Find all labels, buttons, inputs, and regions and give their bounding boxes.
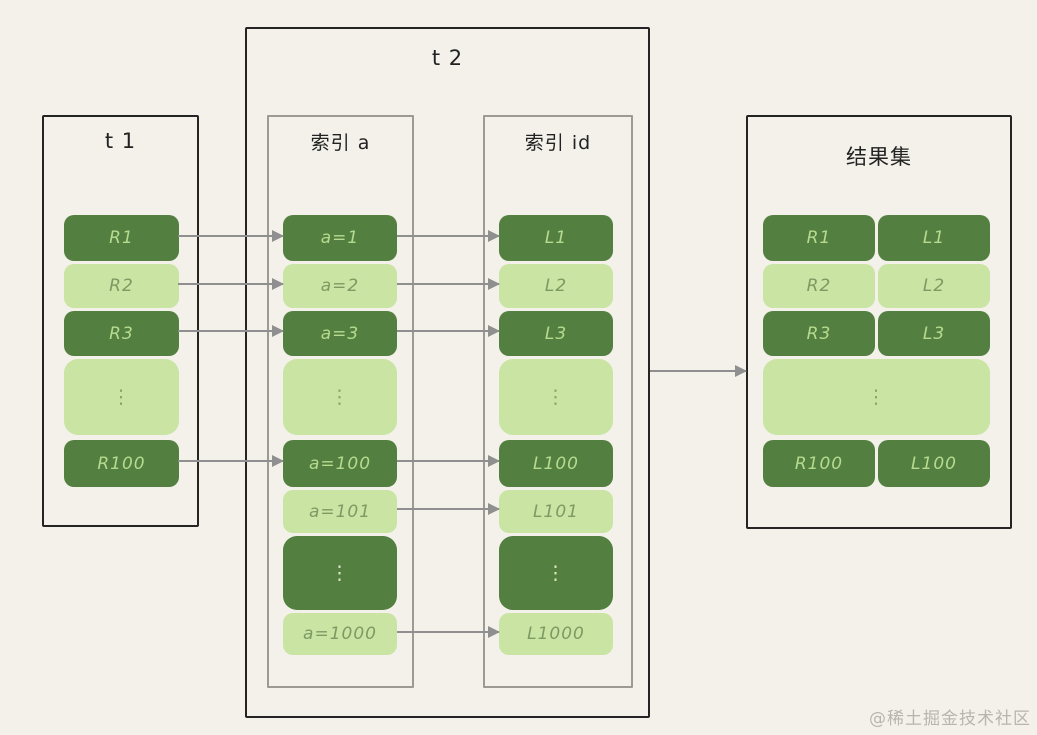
- index-a-row-1000: a=1000: [283, 613, 397, 655]
- arrow-a1-to-l1: [397, 230, 500, 242]
- index-id-row-2: L2: [499, 264, 613, 308]
- result-row-1-right: L1: [878, 215, 990, 261]
- index-id-row-ellipsis-2: ⋮: [499, 536, 613, 610]
- result-row-100-right: L100: [878, 440, 990, 487]
- index-a-row-2: a=2: [283, 264, 397, 308]
- t1-row-r3: R3: [64, 311, 179, 356]
- index-a-box: 索引 a a=1 a=2 a=3 ⋮ a=100 a=101 ⋮ a=1000: [267, 115, 414, 688]
- arrow-a2-to-l2: [397, 278, 500, 290]
- result-row-ellipsis: ⋮: [763, 359, 990, 435]
- index-a-title: 索引 a: [310, 132, 371, 154]
- arrow-r100-to-a100: [178, 455, 284, 467]
- result-row-100-left: R100: [763, 440, 875, 487]
- result-row-3-right: L3: [878, 311, 990, 356]
- index-id-row-101: L101: [499, 490, 613, 533]
- table-t2-title: t 2: [431, 46, 464, 70]
- index-id-row-1: L1: [499, 215, 613, 261]
- index-a-row-100: a=100: [283, 440, 397, 487]
- index-id-row-ellipsis-1: ⋮: [499, 359, 613, 435]
- t1-row-ellipsis: ⋮: [64, 359, 179, 435]
- arrow-r2-to-a2: [178, 278, 284, 290]
- t1-row-r2: R2: [64, 264, 179, 308]
- watermark: @稀土掘金技术社区: [869, 709, 1031, 729]
- index-a-row-ellipsis-1: ⋮: [283, 359, 397, 435]
- arrow-r1-to-a1: [178, 230, 284, 242]
- index-id-row-100: L100: [499, 440, 613, 487]
- table-t1-title: t 1: [104, 129, 137, 153]
- index-id-title: 索引 id: [524, 132, 592, 154]
- result-row-2-right: L2: [878, 264, 990, 308]
- result-row-2-left: R2: [763, 264, 875, 308]
- arrow-r3-to-a3: [178, 325, 284, 337]
- arrow-a1000-to-l1000: [397, 626, 500, 638]
- arrow-a3-to-l3: [397, 325, 500, 337]
- table-t1-box: t 1 R1 R2 R3 ⋮ R100: [42, 115, 199, 527]
- result-row-3-left: R3: [763, 311, 875, 356]
- index-a-row-3: a=3: [283, 311, 397, 356]
- index-id-box: 索引 id L1 L2 L3 ⋮ L100 L101 ⋮ L1000: [483, 115, 633, 688]
- table-t2-box: t 2 索引 a a=1 a=2 a=3 ⋮ a=100 a=101 ⋮ a=1…: [245, 27, 650, 718]
- index-id-row-1000: L1000: [499, 613, 613, 655]
- arrow-a101-to-l101: [397, 503, 500, 515]
- arrow-t2-to-result: [650, 365, 747, 377]
- index-a-row-101: a=101: [283, 490, 397, 533]
- t1-row-r100: R100: [64, 440, 179, 487]
- result-row-1-left: R1: [763, 215, 875, 261]
- t1-row-r1: R1: [64, 215, 179, 261]
- result-set-title: 结果集: [846, 145, 912, 169]
- index-a-row-ellipsis-2: ⋮: [283, 536, 397, 610]
- result-set-box: 结果集 R1 L1 R2 L2 R3 L3 ⋮ R100 L100: [746, 115, 1012, 529]
- index-a-row-1: a=1: [283, 215, 397, 261]
- arrow-a100-to-l100: [397, 455, 500, 467]
- index-id-row-3: L3: [499, 311, 613, 356]
